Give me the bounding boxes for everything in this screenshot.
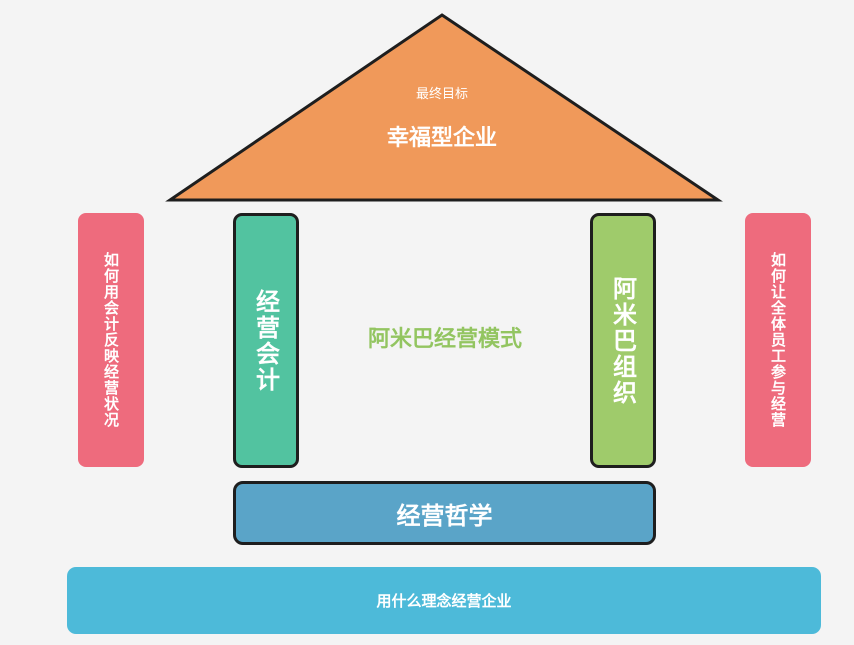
- left-side-panel-text: 如何用会计反映经营状况: [102, 252, 120, 428]
- foundation-text: 经营哲学: [396, 501, 493, 530]
- base-bar: 用什么理念经营企业: [67, 567, 821, 634]
- left-pillar-text: 经营会计: [251, 288, 280, 393]
- roof-shape: [165, 13, 723, 202]
- roof-title: 幸福型企业: [386, 126, 497, 151]
- right-side-panel: 如何让全体员工参与经营: [745, 213, 811, 467]
- center-title: 阿米巴经营模式: [367, 327, 522, 352]
- base-text: 用什么理念经营企业: [376, 592, 512, 610]
- right-side-panel-text: 如何让全体员工参与经营: [769, 252, 787, 428]
- left-pillar: 经营会计: [233, 213, 299, 468]
- right-pillar-text: 阿米巴组织: [608, 275, 637, 406]
- roof-subtitle: 最终目标: [415, 87, 468, 102]
- left-side-panel: 如何用会计反映经营状况: [78, 213, 144, 467]
- right-pillar: 阿米巴组织: [590, 213, 656, 468]
- roof-triangle: [165, 13, 723, 202]
- foundation-bar: 经营哲学: [233, 481, 656, 545]
